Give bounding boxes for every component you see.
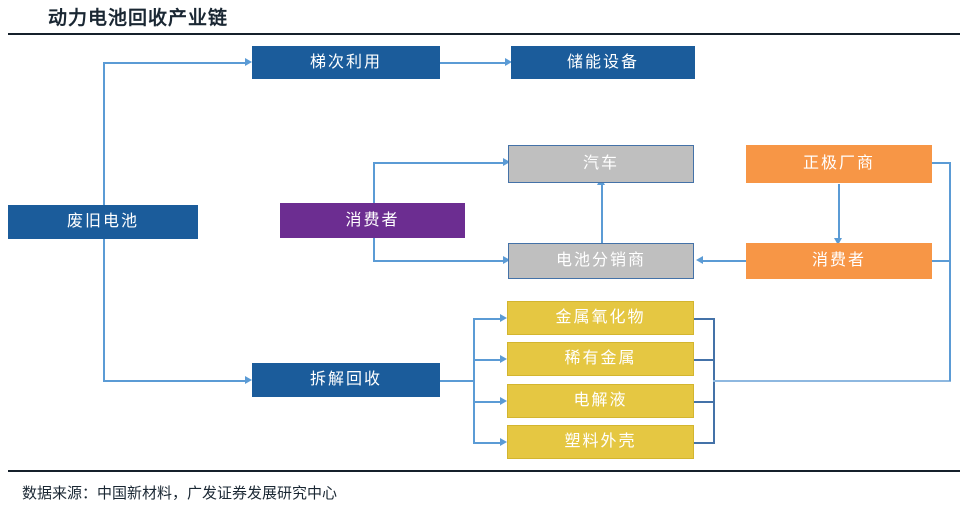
- arrowhead-to-metal-oxide: [500, 313, 507, 322]
- arrowhead-cathode-to-consumer: [834, 238, 842, 245]
- connector-yellow-manifold-left: [473, 318, 475, 443]
- connector-cathode-to-consumer: [838, 184, 840, 239]
- connector-loop-to-consumer-right: [925, 260, 950, 262]
- arrowhead-to-electrolyte: [500, 396, 507, 405]
- connector-consumer-to-automobile: [373, 162, 506, 164]
- connector-cascade-to-storage: [440, 62, 508, 64]
- arrowhead-to-automobile: [503, 157, 510, 166]
- node-waste-battery-label: 废旧电池: [66, 213, 139, 230]
- arrowhead-to-plastic-shell: [500, 437, 507, 446]
- connector-metal-oxide-out: [693, 318, 715, 320]
- node-battery-dealer[interactable]: 电池分销商: [508, 243, 694, 279]
- node-plastic-shell[interactable]: 塑料外壳: [507, 425, 694, 459]
- node-battery-dealer-label: 电池分销商: [555, 252, 646, 269]
- connector-to-electrolyte: [473, 401, 503, 403]
- node-metal-oxide[interactable]: 金属氧化物: [507, 301, 694, 335]
- node-cathode-maker-label: 正极厂商: [802, 155, 875, 172]
- connector-loop-to-cathode: [925, 162, 950, 164]
- arrowhead-to-dealer-right: [696, 255, 703, 264]
- node-electrolyte[interactable]: 电解液: [507, 384, 694, 418]
- node-plastic-shell-label: 塑料外壳: [564, 433, 637, 450]
- connector-return-bus: [713, 380, 951, 383]
- connector-consumer-right-to-dealer: [703, 260, 748, 262]
- node-metal-oxide-label: 金属氧化物: [555, 309, 646, 326]
- connector-dismantle-out: [440, 380, 475, 382]
- node-consumer-left-label: 消费者: [345, 211, 400, 229]
- node-storage-device-label: 储能设备: [566, 53, 639, 71]
- source-note: 数据来源：中国新材料，广发证券发展研究中心: [22, 486, 338, 502]
- connector-to-metal-oxide: [473, 318, 503, 320]
- connector-to-plastic-shell: [473, 442, 503, 444]
- node-dismantle-label: 拆解回收: [309, 371, 382, 388]
- page-title: 动力电池回收产业链: [48, 8, 229, 29]
- connector-to-rare-metal: [473, 359, 503, 361]
- node-rare-metal-label: 稀有金属: [564, 350, 637, 367]
- arrowhead-to-dealer-left: [503, 255, 510, 264]
- node-cascade-use[interactable]: 梯次利用: [252, 46, 440, 79]
- connector-waste-to-cascade: [103, 62, 248, 64]
- connector-electrolyte-out: [693, 401, 715, 403]
- connector-plastic-shell-out: [693, 442, 715, 444]
- arrowhead-to-cascade: [245, 57, 252, 66]
- node-rare-metal[interactable]: 稀有金属: [507, 342, 694, 376]
- node-cascade-use-label: 梯次利用: [309, 53, 382, 71]
- arrowhead-to-dismantle: [245, 375, 252, 384]
- node-storage-device[interactable]: 储能设备: [511, 46, 695, 79]
- connector-rare-metal-out: [693, 359, 715, 361]
- node-consumer-left[interactable]: 消费者: [280, 203, 465, 238]
- node-cathode-maker[interactable]: 正极厂商: [746, 145, 932, 183]
- node-waste-battery[interactable]: 废旧电池: [8, 205, 198, 239]
- node-automobile[interactable]: 汽车: [508, 145, 694, 183]
- connector-dealer-to-automobile: [601, 184, 603, 243]
- node-automobile-label: 汽车: [582, 155, 619, 172]
- node-electrolyte-label: 电解液: [573, 392, 628, 409]
- arrowhead-to-storage: [505, 57, 512, 66]
- connector-right-loop-spine: [949, 162, 951, 381]
- arrowhead-to-rare-metal: [500, 354, 507, 363]
- connector-consumer-to-dealer: [373, 260, 506, 262]
- source-divider: [8, 470, 960, 472]
- node-consumer-right-label: 消费者: [811, 252, 866, 269]
- node-consumer-right[interactable]: 消费者: [746, 243, 932, 279]
- connector-waste-to-dismantle: [103, 380, 248, 382]
- title-divider: [8, 33, 960, 35]
- node-dismantle[interactable]: 拆解回收: [252, 363, 440, 397]
